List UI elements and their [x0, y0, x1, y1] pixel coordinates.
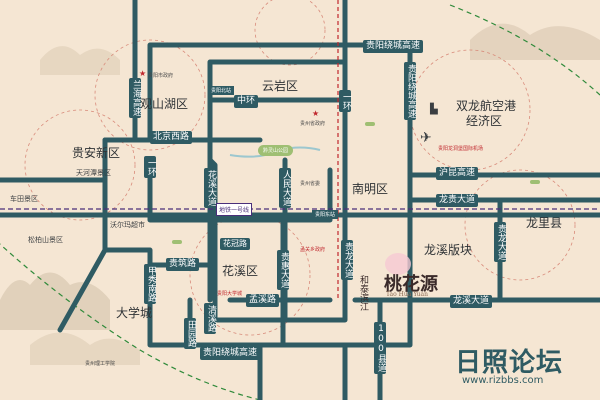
poi-railway-east: 贵阳东站 — [312, 210, 339, 219]
district-longxi: 龙溪版块 — [424, 243, 473, 257]
airplane-icon: ✈ — [420, 130, 432, 146]
mountain-top — [40, 46, 120, 75]
road-label-hulun: 沪昆高速 — [436, 167, 479, 180]
district-yunyan: 云岩区 — [262, 79, 299, 93]
road-label-guihui: 贵惠大道 — [277, 250, 289, 290]
zone-circle-yunyan — [254, 0, 326, 66]
watermark-url: www.rizbbs.com — [462, 375, 544, 386]
road-label-qingxi: 清溪路 — [204, 303, 216, 334]
road-label-longgui: 龙贵大道 — [436, 194, 479, 207]
label-woer: 沃尔玛超市 — [110, 221, 145, 229]
road-label-jiaxiu: 甲秀南路 — [144, 264, 156, 304]
road-label-guiyang-ring-right: 贵阳绕城高速 — [404, 62, 416, 120]
district-huaxi: 花溪区 — [222, 264, 259, 278]
building-icon: ▙ — [430, 104, 438, 115]
road-label-longxi: 龙溪大道 — [450, 295, 493, 308]
road-label-100: 100县道 — [374, 322, 386, 374]
yihuan-road — [147, 157, 333, 223]
poi-gov-city: 贵阳市政府 — [148, 73, 174, 79]
zone-circle-guanshanhu — [94, 39, 206, 151]
district-guianxinqu: 贵安新区 — [72, 146, 121, 160]
zone-circle-longli — [464, 169, 576, 281]
poi-mengguan: 孟关乡政府 — [300, 247, 326, 253]
road-label-zhonghuan: 中环 — [234, 95, 259, 108]
road-label-yihuan-right: 一环 — [339, 90, 351, 112]
scenic-chetian: 车田景区 — [10, 195, 38, 203]
district-shuanglong: 双龙航空港 — [456, 99, 517, 113]
road-label-mengxi: 孟溪路 — [246, 294, 280, 307]
poi-ligong: 贵州理工学院 — [85, 361, 116, 367]
brand-pinyin: Tao Hua Yuan — [386, 291, 428, 298]
park-label-3 — [172, 240, 182, 244]
road-label-huaxidadao: 花溪大道 — [204, 168, 216, 208]
watermark-main: 日照论坛 — [455, 348, 564, 378]
green-ring — [0, 243, 261, 400]
metro-line-label: 地铁一号线 — [216, 203, 253, 216]
star-icon: ★ — [312, 109, 320, 118]
district-guanshanhu: 观山湖区 — [140, 97, 189, 111]
district-longli: 龙里县 — [526, 216, 563, 230]
green-ring-top — [449, 4, 600, 96]
blossom-icon — [385, 253, 411, 275]
star-icon: ★ — [139, 69, 147, 78]
district-nanming: 南明区 — [352, 182, 389, 196]
left-lower-road — [57, 247, 108, 333]
park-label-2 — [365, 122, 375, 126]
mountain-bottom-left — [30, 332, 140, 365]
district-shuanglong-2: 经济区 — [466, 114, 503, 128]
poi-gov-prov-2: 贵州省委 — [300, 181, 321, 187]
brand-logo-small: 和泰滨江 — [358, 275, 368, 311]
mountain-left — [0, 272, 110, 330]
road-label-guiyang-ring-bottom: 贵阳绕城高速 — [200, 347, 261, 360]
poi-gov-prov: 贵州省政府 — [300, 121, 326, 127]
poi-railway-north: 贵阳北站 — [208, 86, 235, 95]
road-label-guilong: 贵龙大道 — [341, 240, 353, 280]
road-label-guiyang-ring-top: 贵阳绕城高速 — [363, 40, 424, 53]
park-label-4 — [530, 180, 540, 184]
road-label-tianyuan: 田园路 — [184, 318, 196, 349]
poi-project-site: 贵阳大学城 — [217, 291, 243, 297]
road-label-huaguan: 花冠路 — [220, 238, 250, 250]
road-label-guilong-right: 贵龙大道 — [494, 222, 506, 262]
scenic-tianhetan: 天河潭景区 — [76, 169, 111, 177]
poi-airport: 贵阳龙洞堡国际机场 — [438, 146, 484, 152]
road-label-guizhu: 贵筑路 — [166, 258, 200, 271]
road-label-lanhai: 兰海高速 — [129, 78, 141, 118]
road-label-renmindadao: 人民大道 — [279, 168, 291, 208]
road-label-yihuan-left: 一环 — [144, 156, 156, 178]
zone-circle-guianxinqu — [24, 109, 136, 221]
mountain-right — [470, 23, 600, 60]
road-label-beijingxi: 北京西路 — [150, 131, 193, 144]
district-daxuecheng: 大学城 — [116, 306, 153, 320]
park-label: 黔灵山公园 — [258, 145, 294, 156]
brand-name: 桃花源 — [384, 274, 438, 295]
scenic-songbai: 松柏山景区 — [28, 236, 63, 244]
